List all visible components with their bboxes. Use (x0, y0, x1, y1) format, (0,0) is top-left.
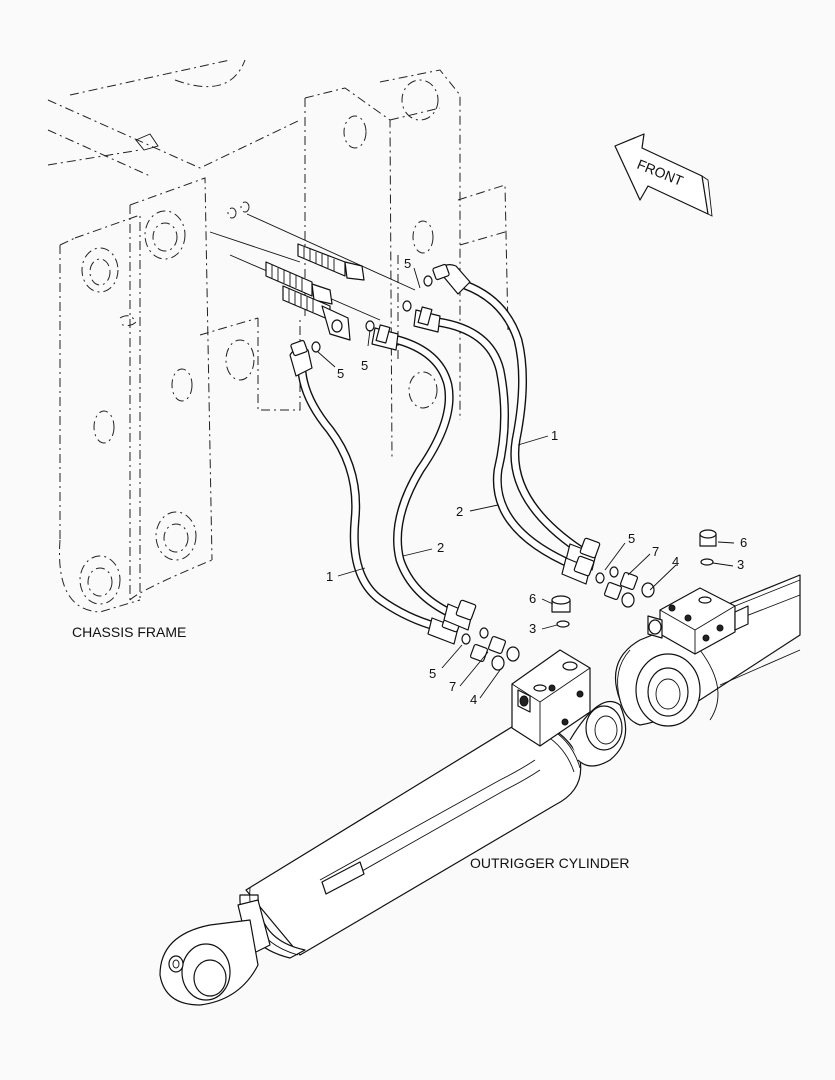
seals-and-adapters (311, 275, 655, 671)
callout-1: 1 (326, 569, 333, 584)
callout-4: 4 (672, 554, 679, 569)
callout-leaders (317, 267, 735, 699)
bulkhead-fitting-upper (297, 243, 365, 281)
callout-5: 5 (404, 256, 411, 271)
front-arrow: FRONT (614, 133, 713, 217)
callout-5: 5 (429, 666, 436, 681)
hose-end-fittings (289, 263, 601, 645)
chassis-frame-label: CHASSIS FRAME (72, 624, 186, 640)
callouts: 5 5 5 1 2 2 1 5 7 4 6 3 6 3 5 7 4 (326, 256, 747, 707)
callout-7: 7 (449, 679, 456, 694)
callout-2: 2 (437, 540, 444, 555)
callout-3: 3 (529, 621, 536, 636)
outrigger-cylinder-front (159, 649, 627, 1006)
callout-5: 5 (628, 531, 635, 546)
hoses (297, 280, 585, 632)
callout-5: 5 (361, 358, 368, 373)
callout-2: 2 (456, 504, 463, 519)
outrigger-cylinder-rear (614, 574, 801, 727)
callout-6: 6 (740, 535, 747, 550)
bulkhead-fittings (265, 243, 365, 341)
plugs-and-washers (551, 529, 717, 628)
bulkhead-fitting-lower (282, 285, 351, 341)
outrigger-cylinder-label: OUTRIGGER CYLINDER (470, 855, 629, 871)
callout-6: 6 (529, 591, 536, 606)
bulkhead-fitting-middle (265, 261, 333, 305)
callout-1: 1 (551, 428, 558, 443)
chassis-frame (47, 59, 509, 613)
callout-3: 3 (737, 557, 744, 572)
callout-7: 7 (652, 544, 659, 559)
callout-4: 4 (470, 692, 477, 707)
callout-5: 5 (337, 366, 344, 381)
